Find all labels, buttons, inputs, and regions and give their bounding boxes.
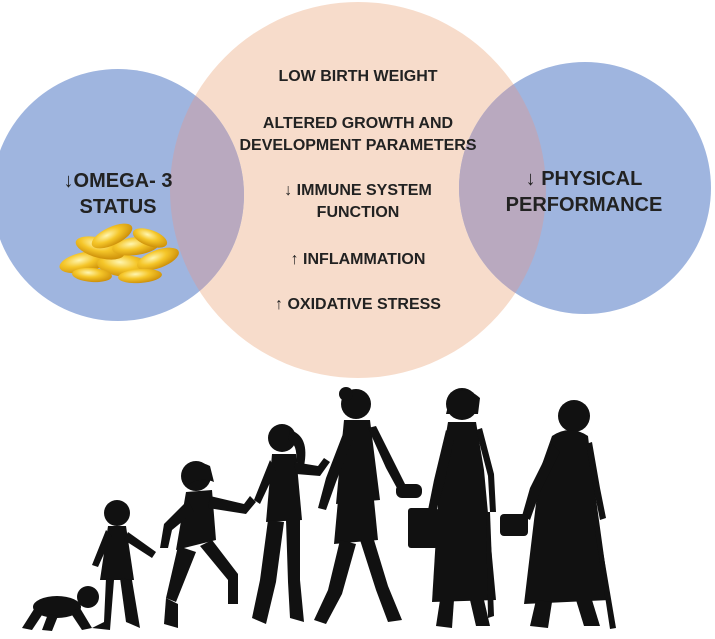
left-circle-text: ↓OMEGA- 3 STATUS — [30, 168, 206, 220]
lifecycle-silhouettes — [22, 387, 616, 631]
elderly-woman-icon — [500, 400, 616, 629]
effect-altered-growth: ALTERED GROWTH AND DEVELOPMENT PARAMETER… — [239, 115, 477, 154]
effect-oxidative-stress: ↑ OXIDATIVE STRESS — [275, 296, 441, 313]
right-circle-text: ↓ PHYSICAL PERFORMANCE — [494, 166, 674, 218]
toddler-icon — [92, 500, 156, 630]
effect-low-birth-weight: LOW BIRTH WEIGHT — [278, 68, 438, 85]
effect-immune-system: ↓ IMMUNE SYSTEM FUNCTION — [284, 182, 432, 221]
physical-performance-line1: ↓ PHYSICAL — [525, 168, 643, 190]
omega3-status-line1: ↓OMEGA- 3 — [63, 170, 173, 192]
center-circle — [170, 2, 546, 378]
fish-oil-capsules-icon — [59, 223, 179, 284]
effect-inflammation: ↑ INFLAMMATION — [290, 251, 426, 268]
young-woman-icon — [314, 387, 422, 624]
girl-icon — [252, 424, 330, 624]
physical-performance-line2: PERFORMANCE — [505, 194, 663, 216]
right-overlap — [459, 62, 546, 314]
omega3-status-line2: STATUS — [79, 196, 157, 218]
baby-crawling-icon — [22, 586, 99, 631]
child-running-icon — [160, 461, 256, 628]
adult-woman-icon — [408, 388, 496, 628]
